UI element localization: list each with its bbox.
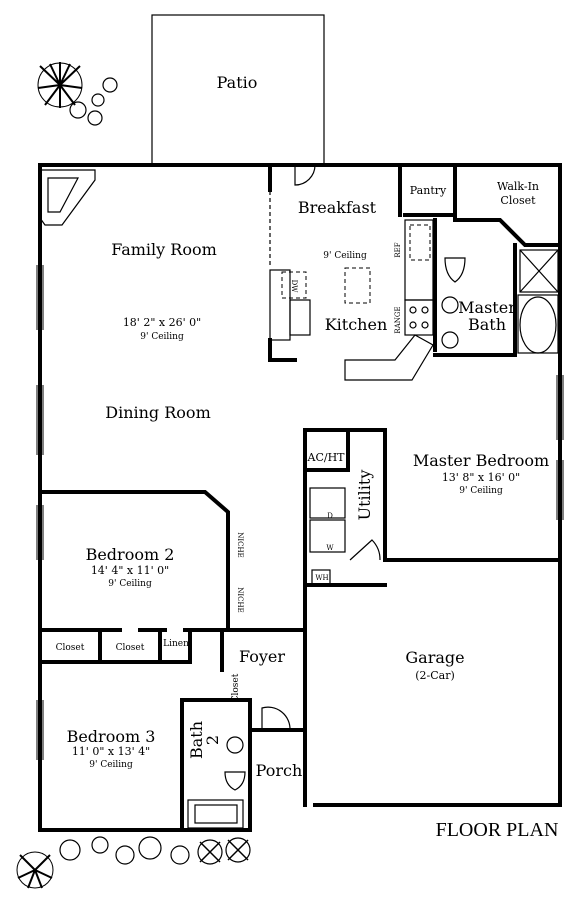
linen-label: Linen bbox=[163, 639, 189, 649]
washer-label: W bbox=[326, 544, 334, 552]
master-bath-label-2: Bath bbox=[468, 315, 506, 334]
shrub-top-left bbox=[37, 62, 118, 126]
dishwasher-label: DW bbox=[290, 280, 298, 294]
interior-walls bbox=[38, 163, 562, 807]
windows bbox=[36, 265, 564, 760]
range-label: RANGE bbox=[394, 306, 402, 333]
refrigerator-label: REF bbox=[394, 242, 402, 257]
family-room-ceiling: 9' Ceiling bbox=[140, 332, 184, 342]
bath2-number: 2 bbox=[203, 735, 222, 745]
porch-label: Porch bbox=[256, 761, 303, 780]
master-bedroom-ceiling: 9' Ceiling bbox=[459, 486, 503, 496]
walkin-label-1: Walk-In bbox=[497, 180, 539, 193]
foyer-label: Foyer bbox=[239, 647, 285, 666]
kitchen-cabinets bbox=[269, 170, 434, 381]
water-heater-label: WH bbox=[315, 574, 328, 582]
garage-size: (2-Car) bbox=[415, 669, 455, 682]
acht-label: AC/HT bbox=[307, 451, 346, 464]
dining-room-label: Dining Room bbox=[105, 403, 210, 422]
utility-fixtures bbox=[309, 487, 346, 587]
floor-plan-title: FLOOR PLAN bbox=[436, 819, 559, 841]
master-bath-fixtures bbox=[441, 249, 559, 354]
bedroom2-ceiling: 9' Ceiling bbox=[108, 579, 152, 589]
family-room-size: 18' 2" x 26' 0" bbox=[123, 316, 201, 329]
niche-label-2: NICHE bbox=[236, 587, 244, 612]
pantry-label: Pantry bbox=[410, 184, 447, 197]
master-bedroom-size: 13' 8" x 16' 0" bbox=[442, 471, 520, 484]
dryer-label: D bbox=[327, 512, 333, 520]
breakfast-ceiling: 9' Ceiling bbox=[323, 251, 367, 261]
bath2-label: Bath bbox=[187, 721, 206, 759]
walkin-label-2: Closet bbox=[500, 194, 536, 207]
bedroom3-size: 11' 0" x 13' 4" bbox=[72, 745, 150, 758]
kitchen-label: Kitchen bbox=[325, 315, 388, 334]
closet3-label: Closet bbox=[231, 673, 241, 702]
bath2-fixtures bbox=[187, 736, 246, 829]
niche-label-1: NICHE bbox=[236, 532, 244, 557]
bedroom2-label: Bedroom 2 bbox=[86, 545, 175, 564]
utility-label: Utility bbox=[355, 470, 374, 521]
fireplace bbox=[39, 169, 96, 226]
family-room-label: Family Room bbox=[111, 240, 217, 259]
door-swings bbox=[261, 164, 540, 806]
breakfast-label: Breakfast bbox=[298, 198, 377, 217]
closet2-label: Closet bbox=[116, 643, 145, 653]
bedroom2-size: 14' 4" x 11' 0" bbox=[91, 564, 169, 577]
shrub-bottom-left bbox=[16, 836, 251, 889]
bedroom3-label: Bedroom 3 bbox=[67, 727, 156, 746]
master-bath-label-1: Master bbox=[458, 298, 516, 317]
bedroom3-ceiling: 9' Ceiling bbox=[89, 760, 133, 770]
master-bedroom-label: Master Bedroom bbox=[413, 451, 549, 470]
garage-label: Garage bbox=[405, 648, 464, 667]
patio-label: Patio bbox=[217, 73, 258, 92]
closet1-label: Closet bbox=[56, 643, 85, 653]
